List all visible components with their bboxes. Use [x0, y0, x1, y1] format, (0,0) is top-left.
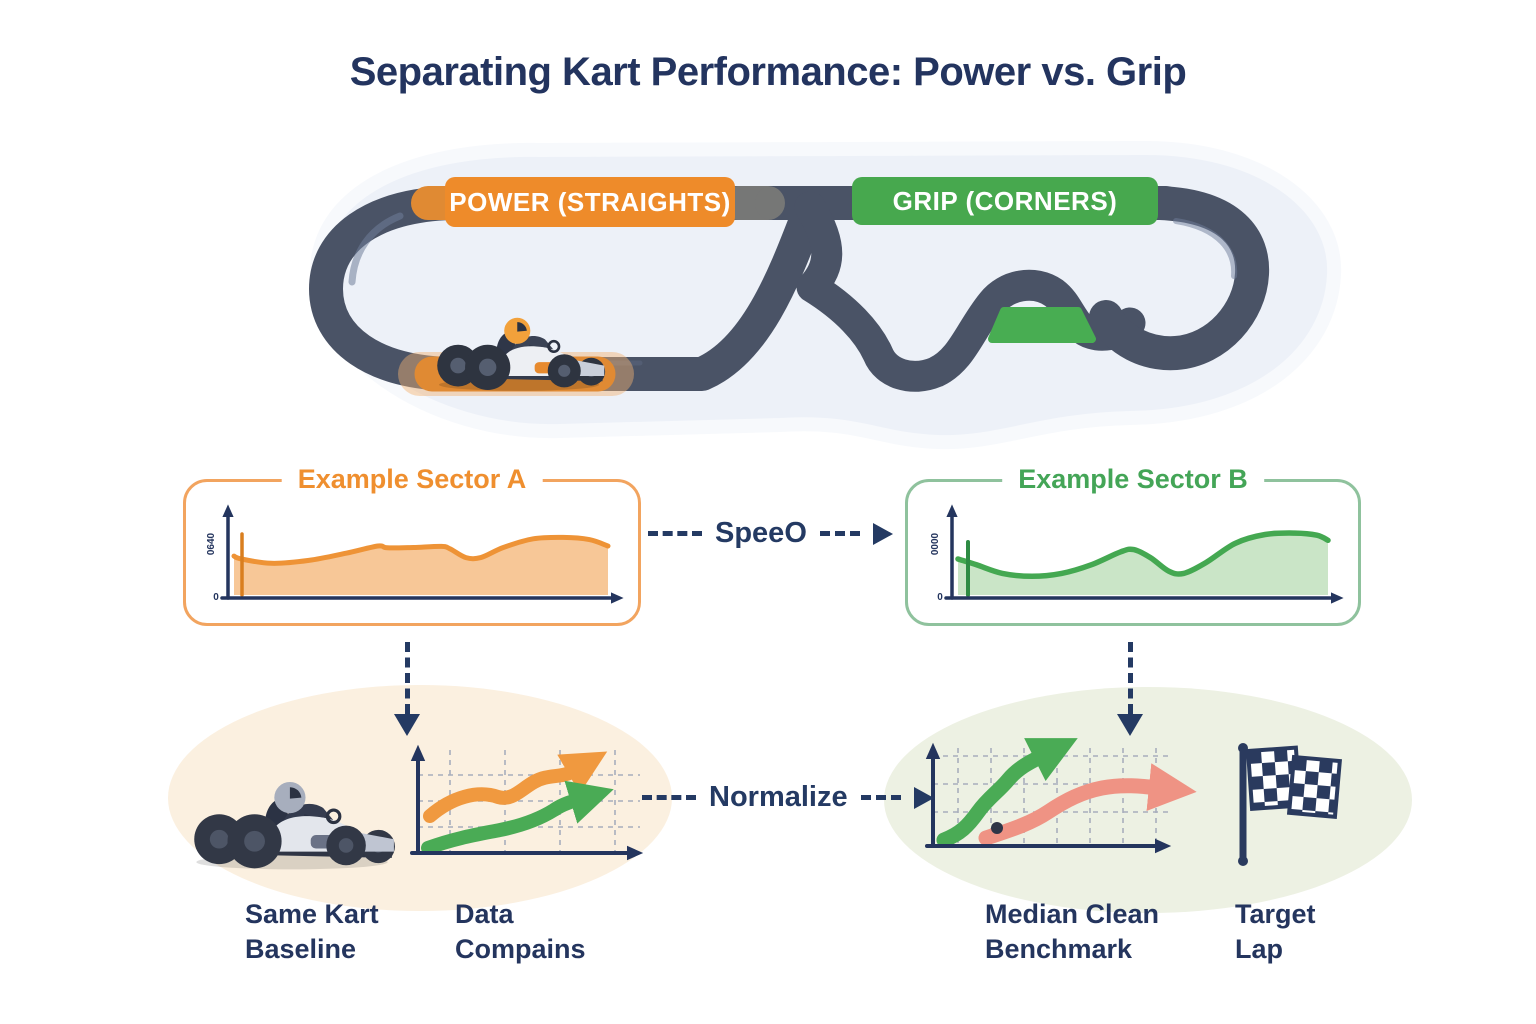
y-axis-label: 0000 — [930, 532, 941, 555]
power-trend-arrow — [423, 751, 608, 823]
normalize-arrow-label: Normalize — [709, 781, 848, 813]
caption-line: Target — [1235, 899, 1316, 929]
page-title: Separating Kart Performance: Power vs. G… — [349, 50, 1187, 94]
dash-segment — [648, 531, 702, 536]
caption-data-comparison: Data Compains — [455, 897, 586, 967]
caption-line: Lap — [1235, 934, 1284, 965]
data-comparison-chart — [410, 744, 644, 861]
arrowhead-down-icon — [394, 714, 420, 736]
benchmark-arrow-green — [936, 738, 1078, 848]
driver-helmet — [504, 317, 531, 344]
dash-segment — [642, 795, 696, 800]
arrowhead-right-icon — [913, 786, 934, 809]
dash-segment — [819, 531, 860, 536]
caption-line: Data — [455, 899, 514, 929]
speed-curve — [231, 534, 611, 566]
sector-b-speed-chart: 0000 0 — [930, 504, 1344, 604]
caption-line: Median Clean — [985, 899, 1160, 929]
chart-axes — [944, 504, 1344, 604]
caption-median-benchmark: Median Clean Benchmark — [985, 897, 1159, 967]
baseline-kart — [194, 782, 395, 870]
down-arrow-left — [394, 642, 420, 736]
track-highlight — [348, 212, 404, 286]
caption-line: Same Kart — [245, 899, 379, 929]
data-point-dot — [991, 822, 1003, 834]
y-axis-label: 0640 — [206, 532, 217, 555]
dash-segment — [1127, 642, 1133, 714]
normalize-flow-arrow: Normalize — [642, 781, 934, 814]
sector-a-card: Example Sector A 0640 0 — [183, 464, 641, 626]
chart-axes — [220, 504, 624, 604]
speed-arrow-label: SpeeO — [715, 517, 807, 549]
grip-badge-label: GRIP (CORNERS) — [892, 185, 1118, 216]
speed-curve — [955, 530, 1331, 580]
origin-label: 0 — [937, 592, 943, 603]
checkered-flag-icon — [1238, 743, 1342, 866]
track-highlight — [1173, 218, 1238, 279]
grip-trend-arrow — [421, 780, 614, 855]
sector-b-title: Example Sector B — [1002, 464, 1264, 495]
arrowhead-down-icon — [1117, 714, 1143, 736]
grip-sector-patch — [988, 307, 1096, 343]
track-right-loop — [1089, 186, 1270, 371]
track-left-loop — [309, 186, 827, 391]
speed-area-fill — [958, 533, 1328, 595]
caption-target-lap: Target Lap — [1235, 897, 1316, 967]
down-arrow-right — [1117, 642, 1143, 736]
caption-line: Compains — [455, 934, 586, 965]
caption-same-kart-baseline: Same Kart Baseline — [245, 897, 379, 967]
caption-line: Benchmark — [985, 934, 1133, 965]
median-benchmark-chart — [925, 738, 1197, 854]
benchmark-arrow-salmon — [978, 763, 1197, 846]
driver-helmet — [274, 782, 306, 814]
origin-label: 0 — [213, 592, 219, 603]
sector-a-title: Example Sector A — [281, 464, 543, 495]
dash-segment — [404, 642, 410, 714]
chart-axes — [410, 744, 644, 861]
sector-a-speed-chart: 0640 0 — [206, 504, 624, 604]
power-badge-label: POWER (STRAIGHTS) — [449, 186, 731, 217]
caption-line: Baseline — [245, 934, 357, 965]
kart-on-track — [437, 317, 606, 391]
speed-flow-arrow: SpeeO — [648, 517, 893, 550]
grip-corners-badge: GRIP (CORNERS) — [852, 177, 1158, 225]
arrowhead-right-icon — [872, 522, 893, 545]
dash-segment — [860, 795, 901, 800]
sector-b-card: Example Sector B 0000 0 — [905, 464, 1361, 626]
speed-area-fill — [234, 537, 608, 595]
power-straights-badge: POWER (STRAIGHTS) — [445, 177, 735, 227]
